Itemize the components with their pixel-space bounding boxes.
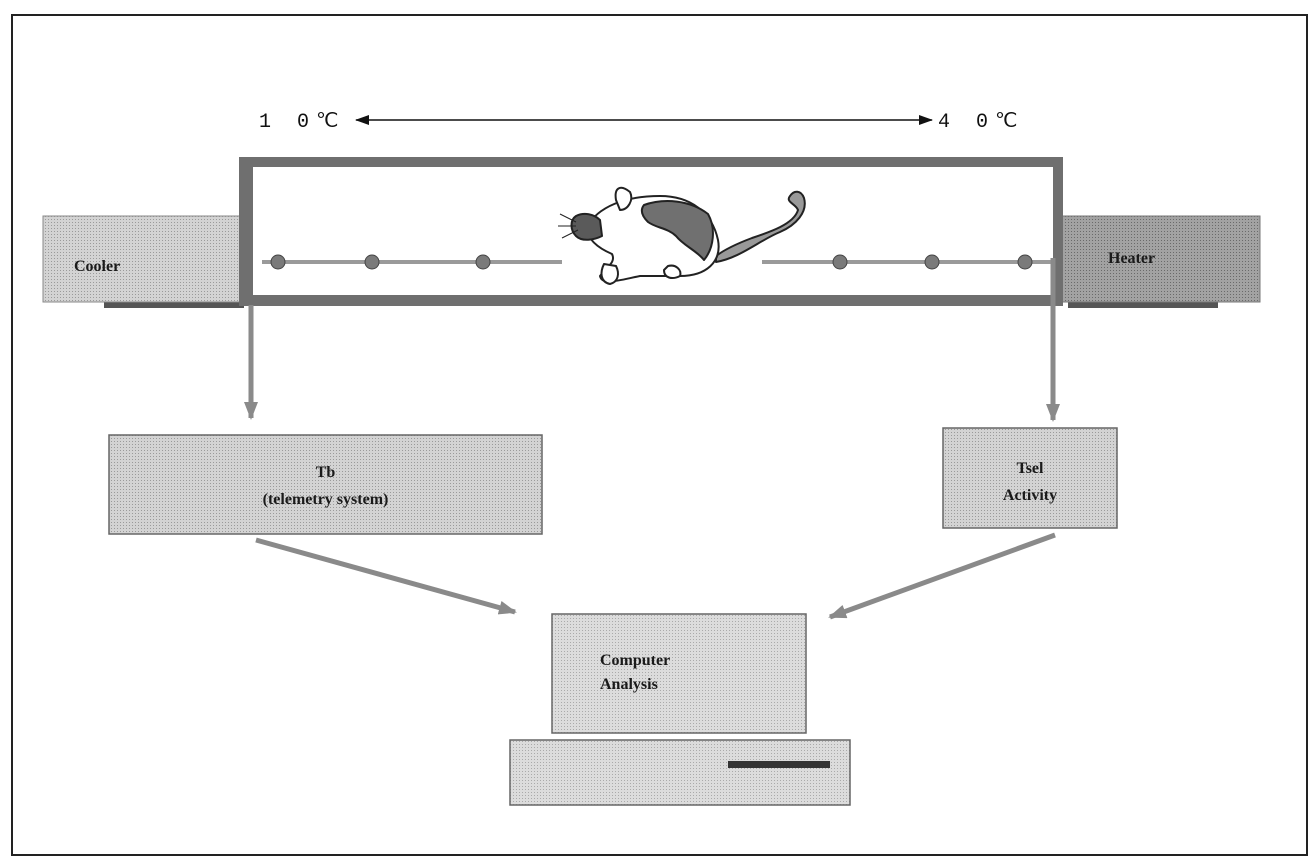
heater-block (1062, 216, 1260, 302)
tb-box (109, 435, 542, 534)
disk-drive-slot (728, 761, 830, 768)
cooler-label: Cooler (74, 258, 120, 276)
tsel-to-computer-arrow (830, 535, 1055, 617)
computer-monitor (552, 614, 806, 733)
tb-sublabel: (telemetry system) (109, 491, 542, 509)
sensor-dot (1018, 255, 1032, 269)
tsel-label: Tsel (943, 460, 1117, 478)
computer-label: Computer (600, 652, 670, 670)
sensor-dot (925, 255, 939, 269)
tb-label: Tb (109, 464, 542, 482)
tsel-box (943, 428, 1117, 528)
sensor-dot (833, 255, 847, 269)
cooler-block (43, 216, 241, 302)
desktop-computer-icon (510, 614, 850, 805)
cold-temperature-label: 1 0℃ (259, 108, 345, 134)
hot-temperature-label: 4 0℃ (938, 108, 1024, 134)
analysis-label: Analysis (600, 676, 658, 694)
heater-label: Heater (1108, 250, 1155, 268)
sensor-dot (271, 255, 285, 269)
activity-label: Activity (943, 487, 1117, 505)
tb-to-computer-arrow (256, 540, 515, 612)
sensor-dot (476, 255, 490, 269)
computer-base (510, 740, 850, 805)
sensor-dot (365, 255, 379, 269)
